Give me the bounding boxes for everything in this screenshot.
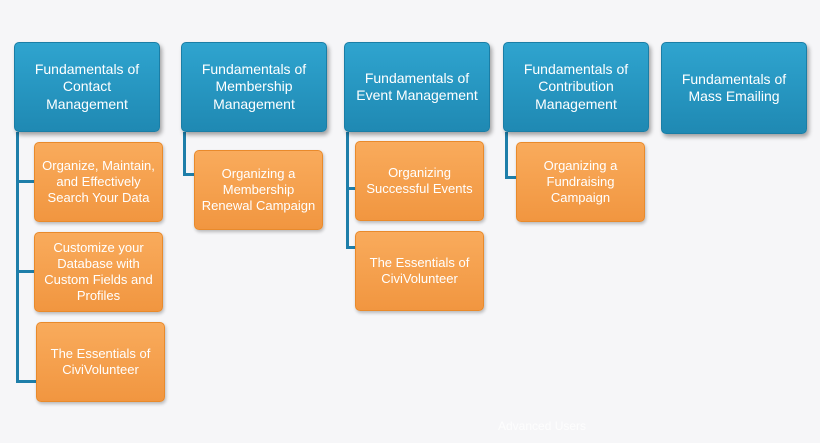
connector-col3-item1 <box>346 187 356 190</box>
header-contact-management: Fundamentals of Contact Management <box>14 42 160 132</box>
header-mass-emailing: Fundamentals of Mass Emailing <box>661 42 807 134</box>
connector-col1-item3 <box>16 380 36 383</box>
connector-col4 <box>505 132 508 179</box>
connector-col3 <box>346 132 349 249</box>
connector-col2 <box>183 132 186 176</box>
item-label: Organizing Successful Events <box>366 164 473 196</box>
connector-col4-item1 <box>505 176 518 179</box>
item-label: The Essentials of CiviVolunteer <box>50 345 151 377</box>
connector-col1 <box>16 132 19 382</box>
connector-col3-item2 <box>346 246 356 249</box>
header-label: Fundamentals of Contribution Management <box>523 60 629 112</box>
header-event-management: Fundamentals of Event Management <box>344 42 490 132</box>
item-customize-database: Customize your Database with Custom Fiel… <box>34 232 163 312</box>
item-organize-data: Organize, Maintain, and Effectively Sear… <box>34 142 163 222</box>
item-successful-events: Organizing Successful Events <box>355 141 484 221</box>
item-label: The Essentials of CiviVolunteer <box>369 254 470 286</box>
connector-col1-item1 <box>16 180 34 183</box>
header-label: Fundamentals of Contact Management <box>34 60 140 112</box>
connector-col2-item1 <box>183 173 195 176</box>
item-membership-renewal: Organizing a Membership Renewal Campaign <box>194 150 323 230</box>
item-label: Customize your Database with Custom Fiel… <box>44 239 153 304</box>
item-civivolunteer-contact: The Essentials of CiviVolunteer <box>36 322 165 402</box>
header-membership-management: Fundamentals of Membership Management <box>181 42 327 132</box>
header-label: Fundamentals of Mass Emailing <box>681 70 787 105</box>
item-civivolunteer-event: The Essentials of CiviVolunteer <box>355 231 484 311</box>
item-label: Organizing a Fundraising Campaign <box>543 157 618 206</box>
header-label: Fundamentals of Membership Management <box>201 60 307 112</box>
header-label: Fundamentals of Event Management <box>356 69 478 104</box>
item-label: Organizing a Membership Renewal Campaign <box>201 165 316 214</box>
footer-label: Advanced Users <box>498 419 587 433</box>
header-contribution-management: Fundamentals of Contribution Management <box>503 42 649 132</box>
connector-col1-item2 <box>16 270 34 273</box>
item-fundraising-campaign: Organizing a Fundraising Campaign <box>516 142 645 222</box>
item-label: Organize, Maintain, and Effectively Sear… <box>42 157 155 206</box>
